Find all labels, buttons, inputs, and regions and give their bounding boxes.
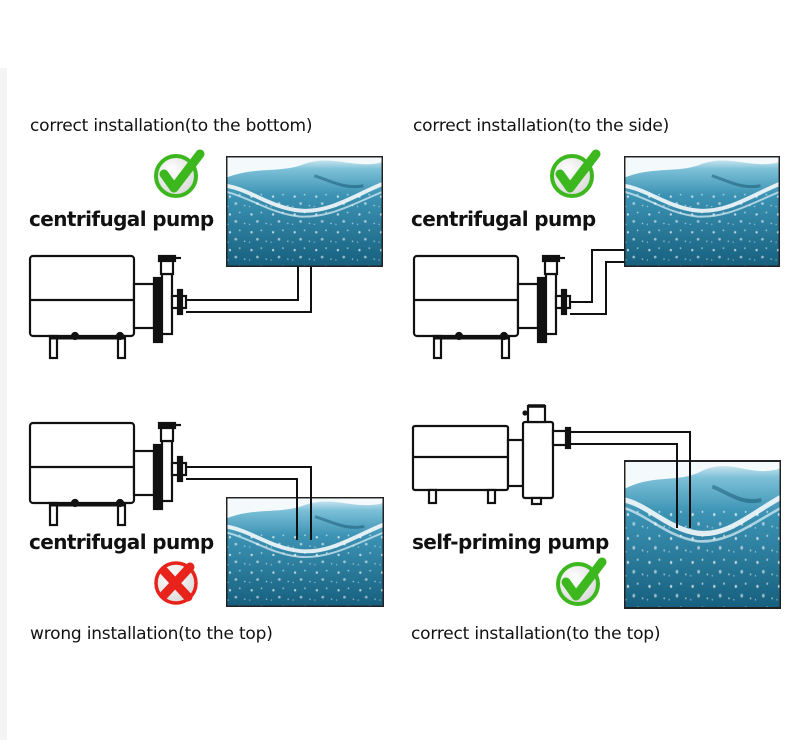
- top-margin: [0, 0, 800, 68]
- caption-bottom-left: wrong installation(to the top): [30, 624, 273, 644]
- centrifugal-pump-drawing: [412, 254, 572, 360]
- self-priming-pump-drawing: [411, 404, 572, 506]
- caption-bottom-right: correct installation(to the top): [411, 624, 661, 644]
- pipe: [570, 431, 691, 528]
- centrifugal-pump-drawing: [28, 254, 188, 360]
- panel-top-left: [28, 154, 383, 360]
- water-tank: [624, 156, 780, 267]
- left-border-strip: [0, 68, 7, 740]
- panel-top-right: [412, 154, 780, 360]
- pipe: [186, 267, 312, 313]
- caption-top-left: correct installation(to the bottom): [30, 116, 313, 136]
- check-icon: [552, 154, 596, 196]
- centrifugal-pump-drawing: [28, 421, 188, 527]
- panel-bottom-left: [28, 421, 384, 607]
- pump-label-bottom-left: centrifugal pump: [29, 530, 214, 554]
- panel-bottom-right: [411, 404, 781, 609]
- pipe: [186, 466, 312, 540]
- water-tank: [624, 460, 781, 609]
- pump-label-bottom-right: self-priming pump: [412, 530, 609, 554]
- water-tank: [226, 156, 383, 267]
- cross-icon: [156, 563, 196, 603]
- check-icon: [156, 154, 200, 196]
- pipe: [570, 249, 624, 315]
- check-icon: [558, 562, 602, 604]
- caption-top-right: correct installation(to the side): [413, 116, 670, 136]
- pump-label-top-right: centrifugal pump: [411, 207, 596, 231]
- water-tank: [226, 497, 384, 607]
- bottom-margin: [0, 740, 800, 756]
- pump-label-top-left: centrifugal pump: [29, 207, 214, 231]
